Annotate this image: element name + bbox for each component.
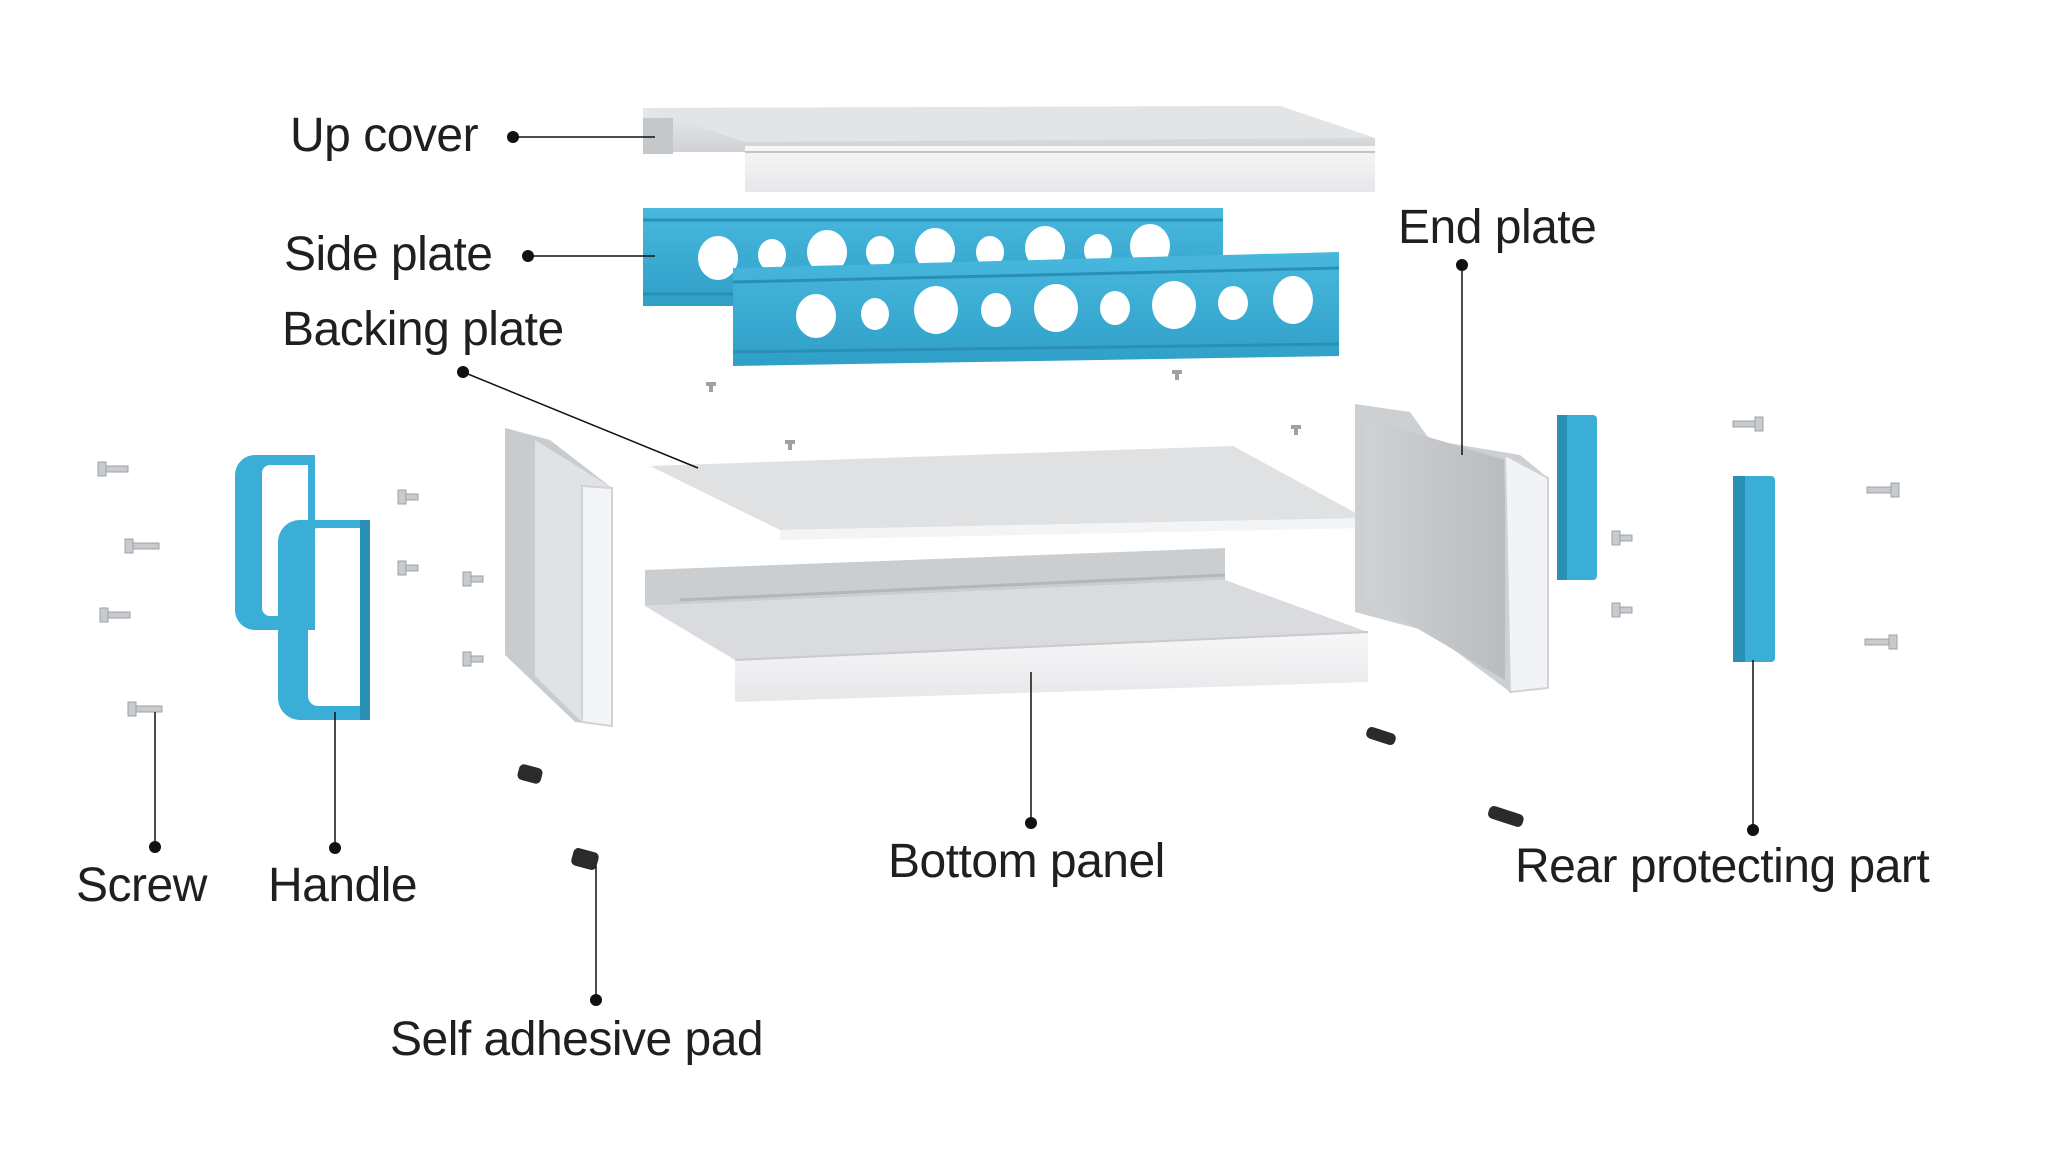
up-cover-part <box>643 106 1375 192</box>
label-bottom-panel: Bottom panel <box>888 835 1165 888</box>
screw-icon <box>1611 602 1633 618</box>
handle-front <box>278 520 370 720</box>
screw-icon <box>127 701 163 717</box>
label-end-plate: End plate <box>1398 201 1597 254</box>
label-self-adhesive-pad: Self adhesive pad <box>390 1013 764 1066</box>
label-backing-plate: Backing plate <box>282 303 564 356</box>
screw-icon <box>1864 634 1898 650</box>
label-handle: Handle <box>268 859 418 912</box>
label-rear-protecting-part: Rear protecting part <box>1515 840 1930 893</box>
backing-plate-part <box>650 446 1365 540</box>
screw-icon <box>1611 530 1633 546</box>
screw-icon <box>462 651 484 667</box>
screw-icon <box>97 461 129 477</box>
rear-protecting-part-1 <box>1557 415 1597 580</box>
screws <box>97 416 1900 717</box>
screw-icon <box>124 538 160 554</box>
screw-icon <box>397 489 419 505</box>
label-up-cover: Up cover <box>290 109 479 162</box>
screw-icon <box>462 571 484 587</box>
screw-icon <box>397 560 419 576</box>
rear-protecting-part-2 <box>1733 476 1775 662</box>
screw-icon <box>99 607 131 623</box>
self-adhesive-pads <box>517 726 1524 870</box>
side-plate-front <box>732 252 1340 366</box>
screw-icon <box>1732 416 1764 432</box>
screw-icon <box>1866 482 1900 498</box>
end-plate-left <box>505 428 613 728</box>
leader-dots <box>149 131 1759 1006</box>
handle-back <box>235 455 315 630</box>
leader-lines <box>154 136 1754 1000</box>
backing-plate-screws <box>706 370 1301 450</box>
label-side-plate: Side plate <box>284 228 493 281</box>
label-screw: Screw <box>76 859 207 912</box>
end-plate-right <box>1355 404 1549 694</box>
bottom-panel-part <box>645 548 1369 702</box>
